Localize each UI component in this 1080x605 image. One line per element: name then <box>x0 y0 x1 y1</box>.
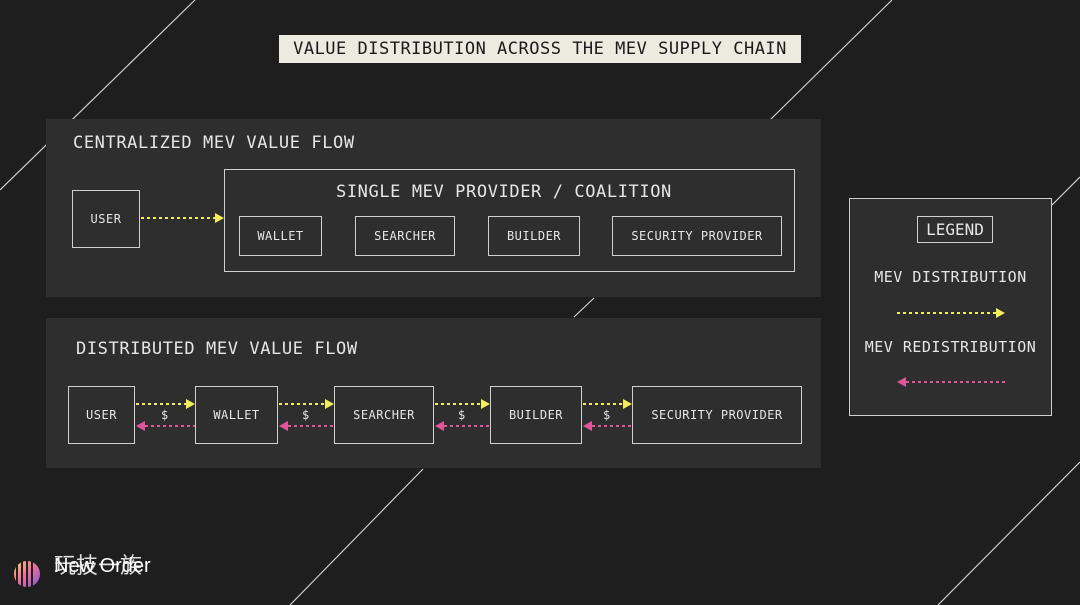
redistribution-arrow <box>435 421 490 431</box>
centralized-title: CENTRALIZED MEV VALUE FLOW <box>73 133 355 153</box>
distributed-user-box: USER <box>68 386 135 444</box>
distribution-arrow <box>136 399 195 409</box>
link-label-4: $ <box>603 408 611 422</box>
distributed-searcher-box: SEARCHER <box>334 386 434 444</box>
new-order-logo-icon <box>14 561 40 587</box>
distribution-arrow <box>435 399 490 409</box>
link-label-2: $ <box>302 408 310 422</box>
coalition-title: SINGLE MEV PROVIDER / COALITION <box>336 182 672 202</box>
distribution-arrow <box>583 399 632 409</box>
legend-distribution-label: MEV DISTRIBUTION <box>874 268 1027 286</box>
coalition-searcher-box: SEARCHER <box>355 216 455 256</box>
distributed-title: DISTRIBUTED MEV VALUE FLOW <box>76 339 358 359</box>
centralized-user-box: USER <box>72 190 140 248</box>
link-label-3: $ <box>458 408 466 422</box>
legend-distribution-arrow <box>897 308 1005 318</box>
distributed-wallet-box: WALLET <box>195 386 278 444</box>
watermark-logo: 玩技一族 New Order <box>12 552 151 592</box>
legend-redistribution-arrow <box>897 377 1005 387</box>
coalition-security-provider-box: SECURITY PROVIDER <box>612 216 782 256</box>
distribution-arrow <box>141 213 224 223</box>
watermark-text: New Order <box>54 555 151 577</box>
distributed-builder-box: BUILDER <box>490 386 582 444</box>
redistribution-arrow <box>279 421 334 431</box>
redistribution-arrow <box>583 421 632 431</box>
coalition-builder-box: BUILDER <box>488 216 580 256</box>
link-label-1: $ <box>161 408 169 422</box>
coalition-wallet-box: WALLET <box>239 216 322 256</box>
centralized-panel <box>46 119 821 297</box>
redistribution-arrow <box>136 421 195 431</box>
legend-redistribution-label: MEV REDISTRIBUTION <box>864 338 1037 356</box>
distributed-security-provider-box: SECURITY PROVIDER <box>632 386 802 444</box>
legend-box: LEGEND MEV DISTRIBUTION MEV REDISTRIBUTI… <box>849 198 1052 416</box>
coalition-box <box>224 169 795 272</box>
watermark-overlay-text: 玩技一族 <box>54 553 143 578</box>
distribution-arrow <box>279 399 334 409</box>
legend-title: LEGEND <box>917 216 993 243</box>
page-title: VALUE DISTRIBUTION ACROSS THE MEV SUPPLY… <box>279 35 801 63</box>
